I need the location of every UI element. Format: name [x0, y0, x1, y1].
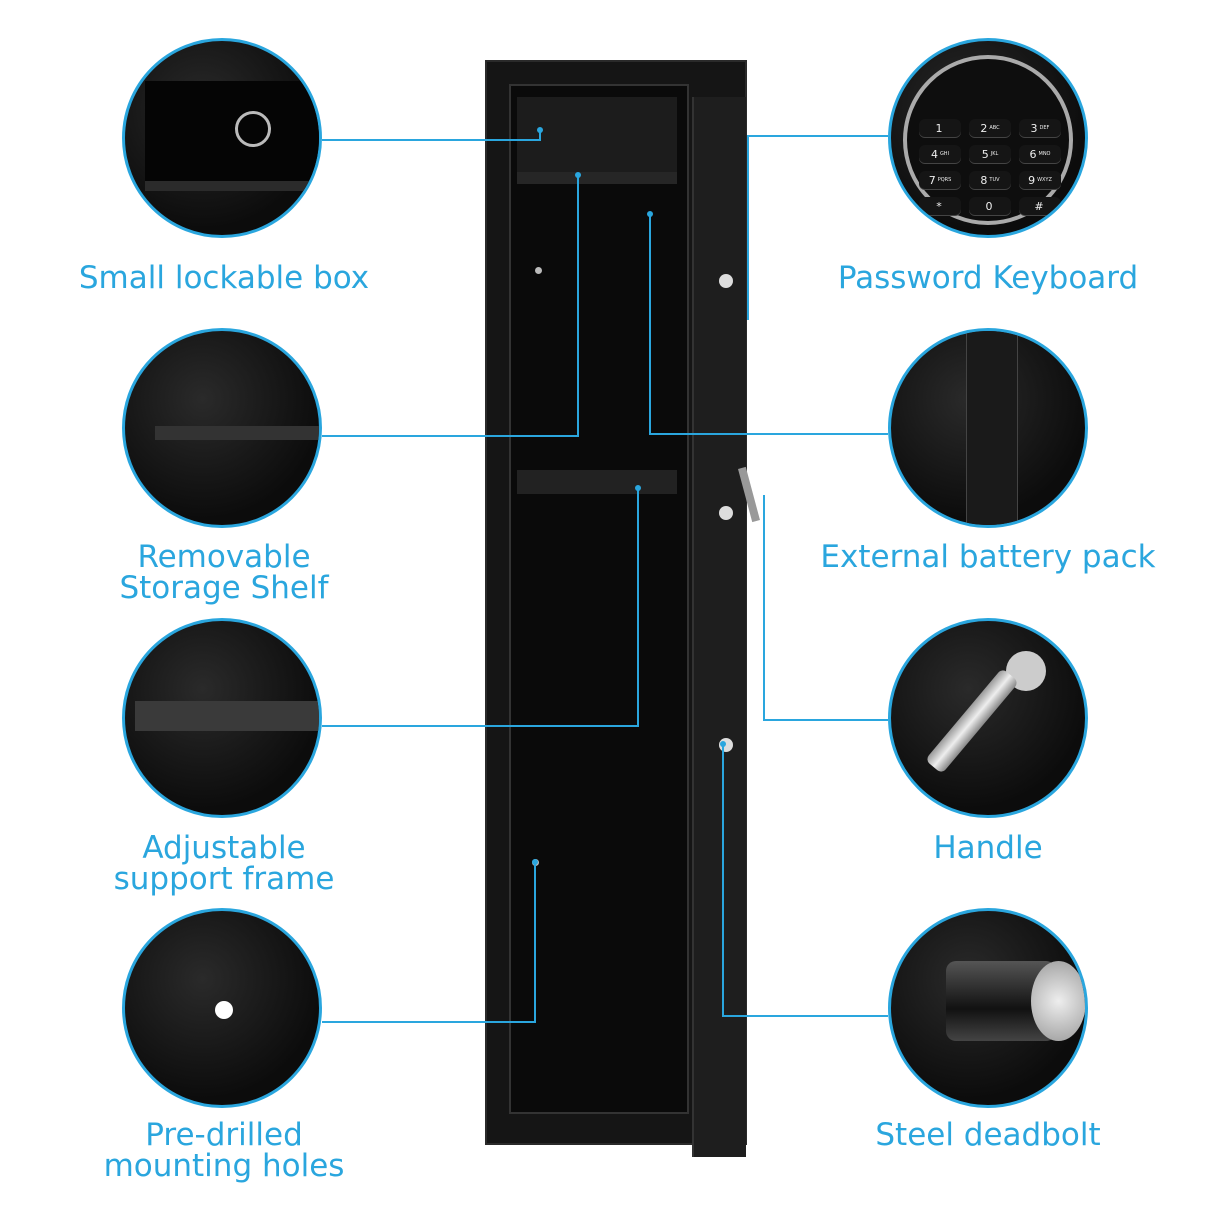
lockable-box [517, 97, 677, 172]
label-handle: Handle [933, 833, 1042, 864]
key-letters: MNO [1038, 151, 1051, 157]
door-bolt [719, 506, 733, 520]
label-line: mounting holes [103, 1148, 345, 1184]
gun-safe-cabinet [485, 60, 760, 1157]
detail-support-frame [122, 618, 322, 818]
key-digit: # [1034, 199, 1044, 213]
key-digit: 7 [928, 173, 936, 187]
key-digit: 6 [1029, 147, 1037, 161]
label-line: Handle [933, 830, 1043, 866]
key-digit: * [936, 199, 942, 213]
cabinet-interior [509, 84, 689, 1114]
label-line: Storage Shelf [119, 570, 329, 606]
key-digit: 4 [930, 147, 938, 161]
door-bolt [719, 274, 733, 288]
key-digit: 2 [980, 121, 988, 135]
keypad-key: # [1019, 197, 1061, 215]
label-small-lockable-box: Small lockable box [79, 263, 369, 294]
keypad-key: 1 [919, 119, 961, 137]
key-letters: DEF [1039, 125, 1050, 131]
detail-mounting-hole [122, 908, 322, 1108]
hole-icon [215, 1001, 233, 1019]
key-lock-icon [235, 111, 271, 147]
detail-steel-deadbolt [888, 908, 1088, 1108]
label-line: support frame [113, 861, 335, 897]
key-letters: TUV [989, 177, 1000, 183]
keypad-key: 0 [969, 197, 1011, 215]
label-line: Steel deadbolt [875, 1117, 1101, 1153]
label-external-battery-pack: External battery pack [820, 542, 1155, 573]
door [692, 97, 746, 1157]
label-line: Pre-drilled [145, 1117, 303, 1153]
detail-battery-pack [888, 328, 1088, 528]
label-line: Adjustable [142, 830, 306, 866]
key-letters: GHI [939, 151, 950, 157]
label-steel-deadbolt: Steel deadbolt [875, 1120, 1100, 1151]
storage-shelf [517, 172, 677, 184]
key-letters: PQRS [937, 177, 952, 183]
key-digit: 5 [981, 147, 989, 161]
label-line: Small lockable box [78, 260, 370, 296]
keypad-key: * [919, 197, 961, 215]
detail-handle [888, 618, 1088, 818]
key-letters: JKL [990, 151, 999, 157]
key-letters: WXYZ [1037, 177, 1052, 183]
key-digit: 8 [980, 173, 988, 187]
key-digit: 9 [1028, 173, 1036, 187]
label-line: Removable [137, 539, 311, 575]
key-digit: 0 [985, 199, 993, 213]
key-digit: 1 [935, 121, 943, 135]
mounting-hole [535, 267, 542, 274]
detail-lockable-box [122, 38, 322, 238]
label-line: Password Keyboard [837, 260, 1139, 296]
key-digit: 3 [1030, 121, 1038, 135]
label-line: External battery pack [820, 539, 1156, 575]
key-letters: ABC [989, 125, 1000, 131]
label-password-keyboard: Password Keyboard [838, 263, 1138, 294]
detail-storage-shelf [122, 328, 322, 528]
support-frame [517, 470, 677, 494]
